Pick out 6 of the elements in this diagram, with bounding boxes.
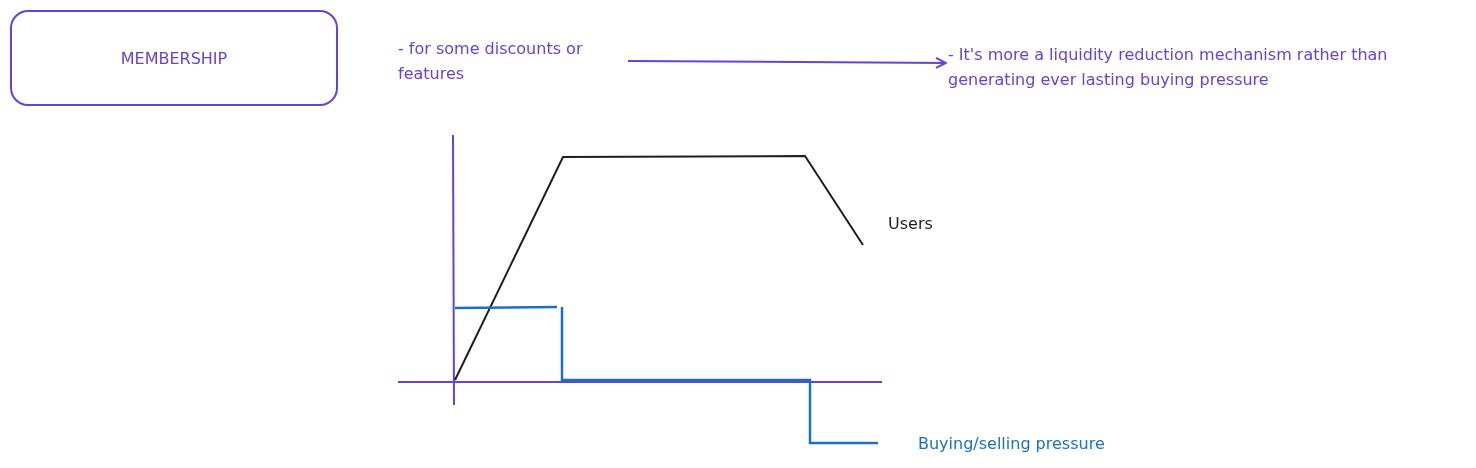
series-label: Buying/selling pressure — [918, 434, 1105, 453]
note-text: - for some discounts or features — [398, 36, 628, 86]
series-label: Users — [888, 214, 933, 233]
rounded-box: MEMBERSHIP — [10, 10, 338, 106]
arrow — [627, 56, 947, 69]
note-text: - It's more a liquidity reduction mechanism rather than generating ever lasting buying pressure — [948, 42, 1468, 92]
